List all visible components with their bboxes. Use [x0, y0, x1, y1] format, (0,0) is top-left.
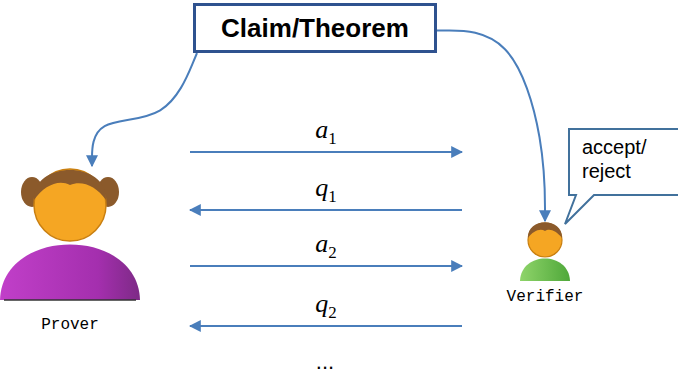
verifier-figure: Verifier	[465, 218, 625, 306]
node-text: Verifier	[507, 288, 584, 306]
callout-fill	[565, 129, 678, 224]
prover-base	[4, 299, 136, 301]
node-text: Prover	[0, 316, 140, 334]
message-label: q2	[313, 290, 338, 318]
prover-body	[0, 245, 140, 301]
verifier-hair	[528, 222, 562, 238]
curved-arrow	[437, 31, 545, 222]
prover-person	[0, 169, 140, 300]
continuation-dots: ...	[316, 350, 334, 374]
verifier-head	[528, 223, 562, 257]
speech-bubble: accept/ reject	[568, 128, 678, 196]
node-text: accept/ reject	[568, 128, 668, 190]
message-label: a1	[313, 116, 338, 144]
prover-hair	[34, 170, 106, 200]
claim-box: Claim/Theorem	[193, 3, 437, 53]
node-text: Claim/Theorem	[221, 13, 409, 43]
message-arrow	[190, 265, 462, 267]
verifier-body	[520, 259, 570, 282]
prover-figure: Prover	[0, 162, 185, 334]
curved-arrow	[92, 53, 197, 166]
message-arrow	[190, 151, 462, 153]
verifier-person	[520, 222, 570, 281]
message-arrow	[190, 209, 462, 211]
message-label: a2	[313, 230, 338, 258]
prover-head	[34, 169, 106, 241]
message-label: q1	[313, 174, 338, 202]
message-arrow	[190, 325, 462, 327]
callout-border	[565, 129, 678, 224]
